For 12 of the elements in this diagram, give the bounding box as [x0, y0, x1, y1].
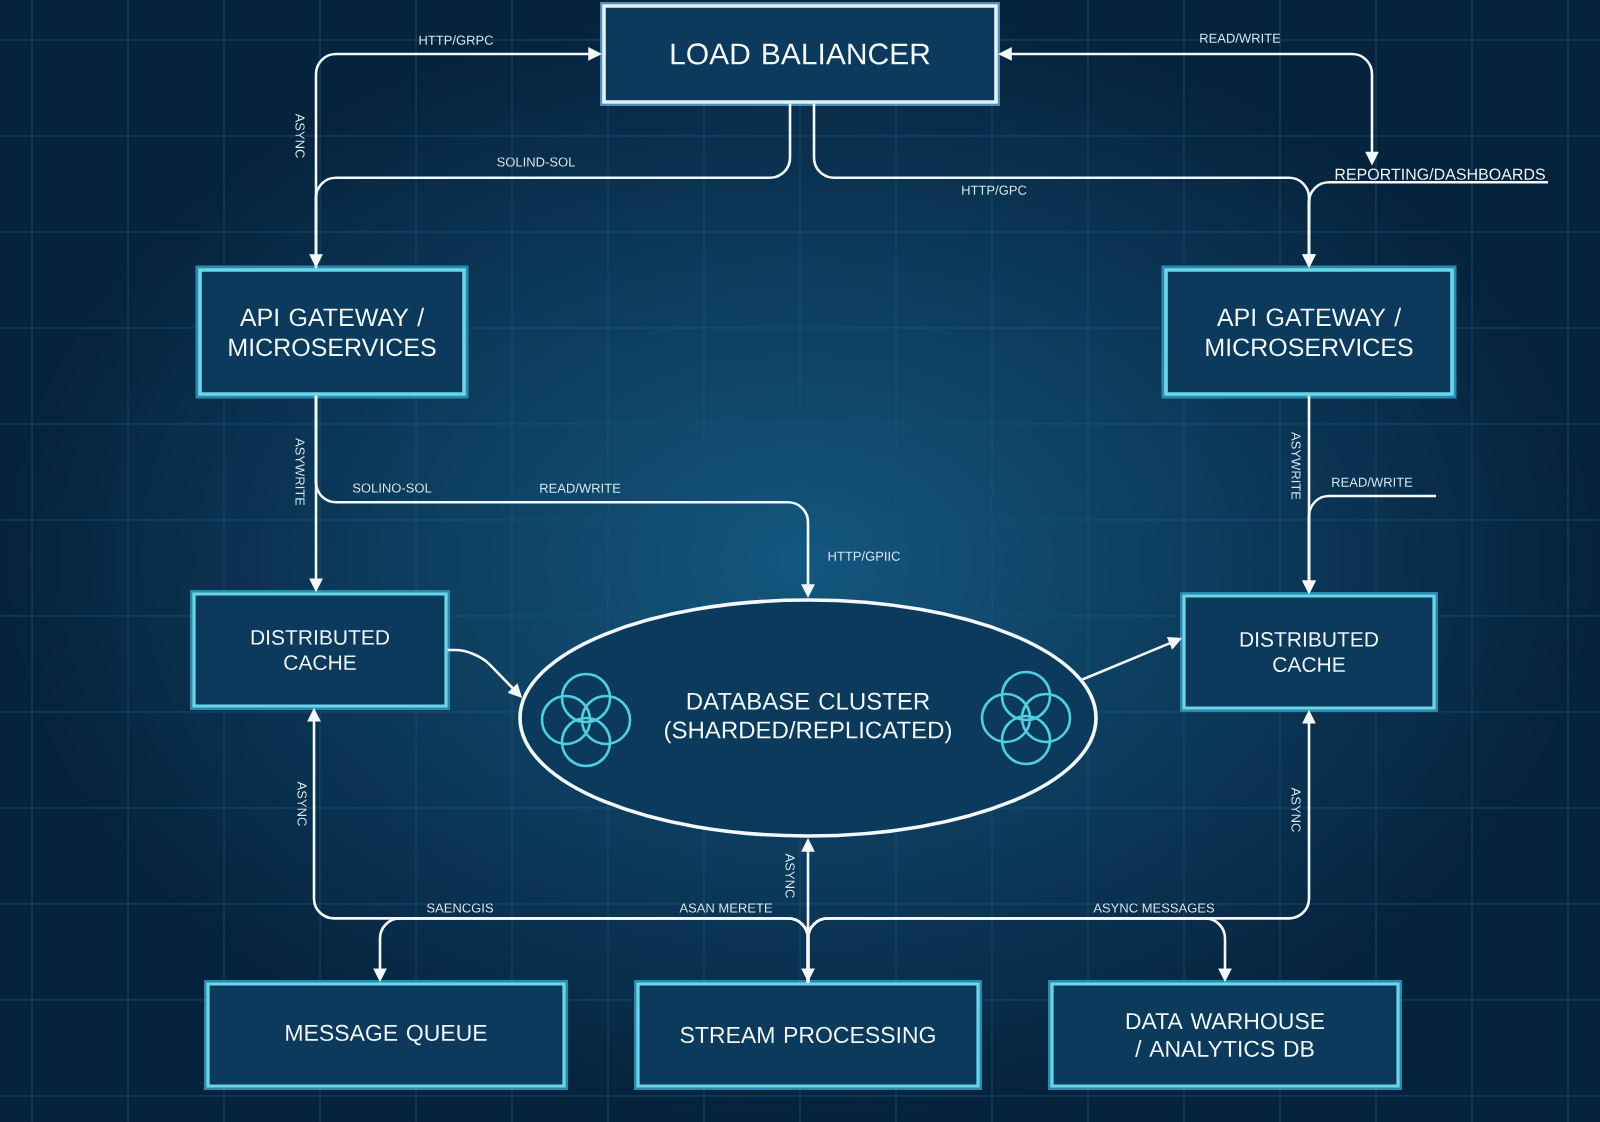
process-box: LOAD BALIANCER [600, 2, 1000, 106]
process-box: DATA WARHOUSE / ANALYTICS DB [1048, 980, 1402, 1090]
process-box: MESSAGE QUEUE [204, 980, 568, 1090]
process-box: STREAM PROCESSING [634, 980, 982, 1090]
process-box: API GATEWAY / MICROSERVICES [1161, 265, 1457, 399]
arrow [806, 917, 1232, 983]
ellipse-node: DATABASE CLUSTER (SHARDED/REPLICATED) [518, 598, 1098, 838]
process-box: DISTRIBUTED CACHE [190, 590, 450, 710]
text-label: REPORTING/DASHBOARDS [1335, 168, 1545, 180]
arrow [373, 917, 810, 983]
process-box: API GATEWAY / MICROSERVICES [195, 265, 469, 399]
process-box: DISTRIBUTED CACHE [1180, 592, 1438, 712]
